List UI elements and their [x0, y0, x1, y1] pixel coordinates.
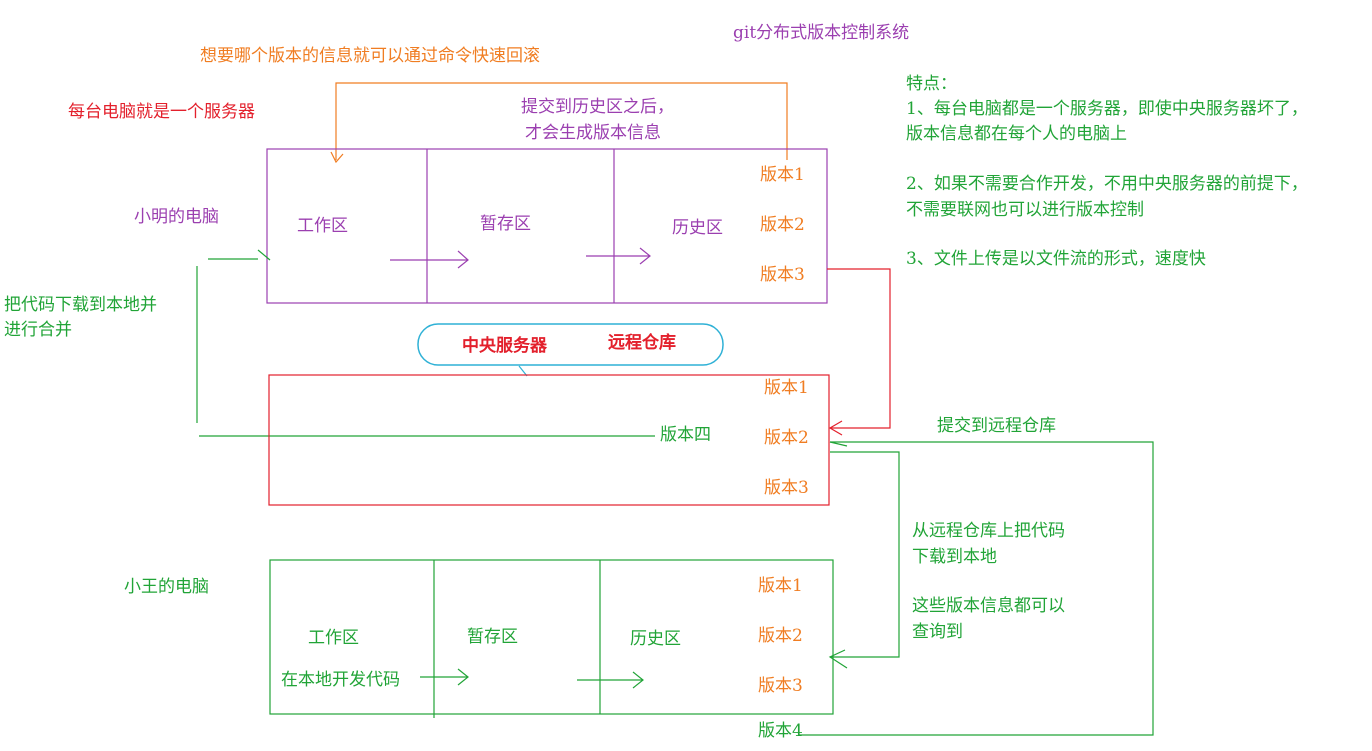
- xiaoming-box: [266, 148, 828, 304]
- central-repo-box: [268, 374, 830, 506]
- xiaowang-arrowhead-2: [632, 671, 644, 689]
- oval-tick: [518, 365, 528, 377]
- xiaowang-dev-note: 在本地开发代码: [281, 670, 400, 690]
- xiaoming-history-area: 历史区: [672, 218, 723, 238]
- feature-1-line2: 版本信息都在每个人的电脑上: [906, 124, 1127, 144]
- central-version-four: 版本四: [660, 425, 711, 445]
- pull-connector-green: [830, 451, 900, 658]
- diagram-title: git分布式版本控制系统: [733, 23, 910, 43]
- xiaowang-stage-area: 暂存区: [467, 627, 518, 647]
- features-heading: 特点：: [906, 74, 957, 94]
- xiaowang-arrowhead-1: [457, 668, 469, 686]
- xiaoming-arrowhead-1: [457, 250, 469, 269]
- xiaoming-version-2: 版本2: [760, 215, 805, 235]
- central-version-3: 版本3: [764, 478, 809, 498]
- every-pc-server-note: 每台电脑就是一个服务器: [68, 102, 255, 122]
- xiaowang-history-area: 历史区: [630, 629, 681, 649]
- pull-arrowhead-green: [828, 649, 848, 669]
- xiaowang-work-area: 工作区: [308, 628, 359, 648]
- feature-1-line1: 1、每台电脑都是一个服务器，即使中央服务器坏了，: [906, 99, 1308, 119]
- push-arrowhead-green: [829, 441, 848, 447]
- commit-note-line2: 才会生成版本信息: [525, 123, 661, 143]
- feature-3: 3、文件上传是以文件流的形式，速度快: [906, 249, 1206, 269]
- push-connector-green: [798, 441, 1154, 736]
- feature-2-line2: 不需要联网也可以进行版本控制: [906, 200, 1144, 220]
- push-remote-note: 提交到远程仓库: [937, 416, 1056, 436]
- xiaowang-box: [269, 559, 834, 715]
- xiaowang-version-4: 版本4: [758, 721, 803, 741]
- push-arrowhead-red: [828, 420, 843, 436]
- xiaowang-version-3: 版本3: [758, 676, 803, 696]
- download-merge-note-line2: 进行合并: [4, 320, 72, 340]
- rollback-bracket: [335, 82, 788, 160]
- merge-arrow-tip: [257, 249, 271, 261]
- xiaoming-version-3: 版本3: [760, 265, 805, 285]
- xiaowang-version-2: 版本2: [758, 626, 803, 646]
- xiaoming-stage-area: 暂存区: [480, 214, 531, 234]
- rollback-arrowhead: [330, 151, 344, 164]
- push-connector-red: [827, 268, 891, 429]
- xiaoming-arrowhead-2: [639, 247, 651, 265]
- central-server-label: 中央服务器: [462, 336, 547, 356]
- pull-note-line1: 从远程仓库上把代码: [912, 521, 1065, 541]
- xiaowang-label: 小王的电脑: [124, 577, 209, 597]
- central-version-1: 版本1: [764, 378, 809, 398]
- feature-2-line1: 2、如果不需要合作开发，不用中央服务器的前提下，: [906, 174, 1308, 194]
- pull-note-line2: 下载到本地: [912, 547, 997, 567]
- rollback-note: 想要哪个版本的信息就可以通过命令快速回滚: [200, 46, 540, 66]
- central-version-2: 版本2: [764, 428, 809, 448]
- xiaoming-work-area: 工作区: [297, 216, 348, 236]
- xiaowang-version-1: 版本1: [758, 576, 803, 596]
- query-note-line2: 查询到: [912, 622, 963, 642]
- commit-note-line1: 提交到历史区之后，: [521, 97, 674, 117]
- central-server-oval: [417, 323, 724, 366]
- xiaoming-version-1: 版本1: [760, 165, 805, 185]
- xiaoming-label: 小明的电脑: [134, 207, 219, 227]
- query-note-line1: 这些版本信息都可以: [912, 596, 1065, 616]
- download-merge-note-line1: 把代码下载到本地并: [4, 295, 157, 315]
- remote-repo-label: 远程仓库: [608, 333, 676, 353]
